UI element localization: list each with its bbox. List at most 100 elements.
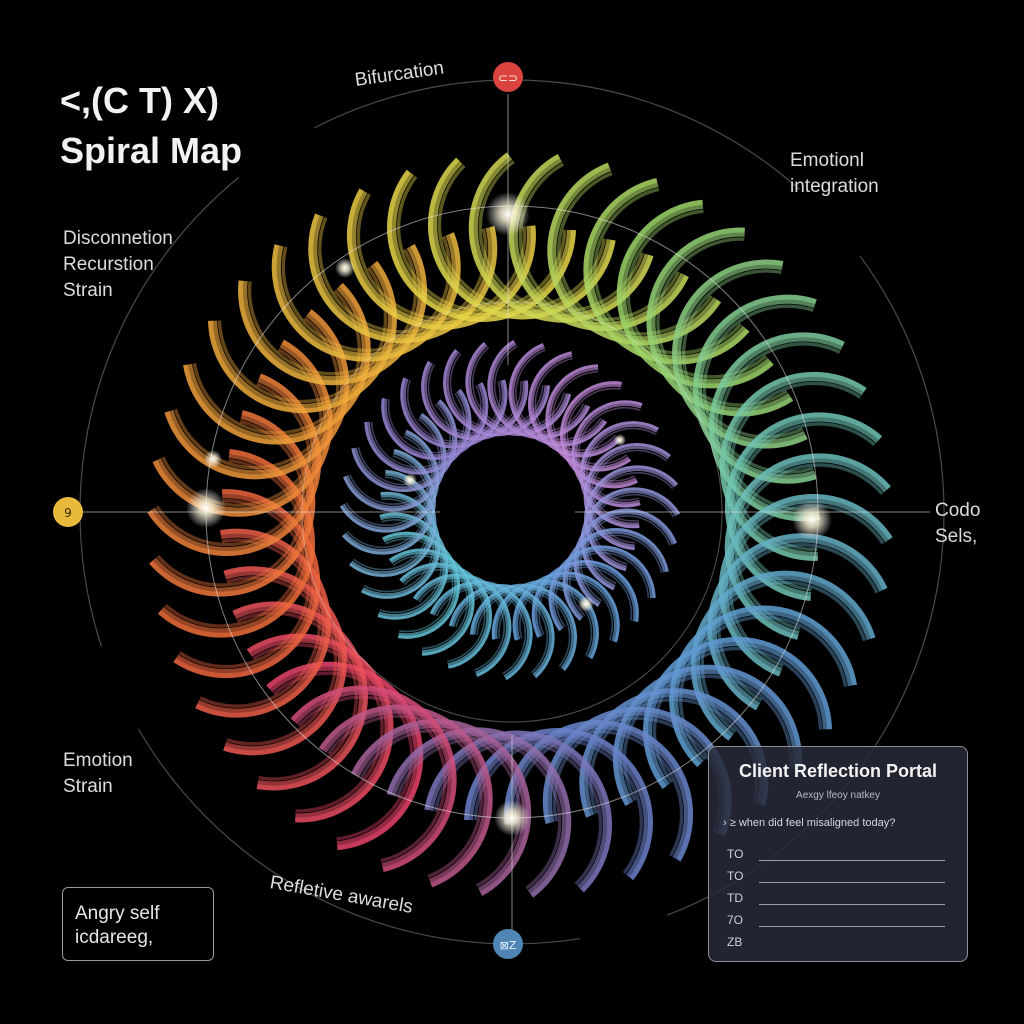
spiral-arc [342, 432, 437, 530]
spiral-arc [401, 565, 489, 666]
spiral-arc [531, 354, 619, 455]
row-label: 7O [727, 913, 744, 927]
spiral-arc [343, 412, 447, 512]
spiral-arc [449, 353, 544, 430]
spiral-arc [566, 387, 635, 482]
spiral-arc [290, 685, 457, 873]
spiral-arc [345, 435, 433, 527]
label-emotion-strain: Emotion Strain [63, 748, 133, 800]
glow-point [494, 800, 530, 836]
spiral-arc [355, 723, 527, 892]
spiral-arc [468, 344, 568, 433]
spiral-arc [412, 573, 512, 677]
angry-self-card[interactable]: Angry self icdareeg, [62, 887, 214, 961]
spiral-arc [297, 695, 447, 863]
spiral-arc [354, 401, 455, 489]
spiral-arc [386, 727, 572, 898]
spiral-arc [432, 583, 530, 678]
entry-line[interactable] [759, 912, 945, 927]
spiral-arc [359, 728, 522, 888]
spiral-arc [392, 555, 469, 650]
bottom-node-glyph: ⊠Z [500, 939, 517, 952]
spiral-arc [593, 187, 743, 355]
spiral-arc [404, 569, 486, 663]
spiral-arc [548, 367, 630, 469]
spiral-arc [383, 534, 457, 636]
spiral-arc [427, 364, 522, 435]
glow-point [403, 473, 417, 487]
spiral-arc [323, 709, 488, 883]
spiral-arc [403, 378, 505, 446]
spiral-arc [406, 379, 501, 442]
portal-entry-row[interactable]: 7O [727, 905, 949, 927]
label-line: Codo [935, 500, 981, 521]
spiral-arc [378, 515, 446, 617]
spiral-arc [399, 562, 493, 669]
spiral-arc [493, 345, 585, 433]
spiral-arc [508, 343, 608, 447]
spiral-arc [573, 508, 677, 608]
spiral-arc [448, 584, 555, 679]
spiral-arc [579, 515, 671, 602]
spiral-arc [563, 384, 637, 486]
card-line-2: icdareeg, [75, 927, 154, 948]
spiral-arc [587, 493, 675, 585]
spiral-arc [478, 160, 645, 313]
spiral-arc [473, 587, 574, 669]
spiral-arc [382, 531, 460, 639]
spiral-arc [357, 404, 451, 486]
portal-entry-row[interactable]: TD [727, 883, 949, 905]
left-node-icon [53, 497, 83, 527]
spiral-arc [387, 385, 482, 454]
spiral-arc [515, 349, 602, 441]
spiral-arc [391, 732, 567, 894]
entry-line[interactable] [759, 846, 945, 861]
portal-entry-row[interactable]: TO [727, 839, 949, 861]
label-line: Recurstion [63, 254, 154, 275]
spiral-arc [702, 304, 814, 474]
spiral-arc [356, 193, 527, 321]
spiral-arc [364, 388, 472, 475]
spiral-arc [571, 400, 643, 508]
spiral-arc [551, 548, 653, 630]
spiral-arc [364, 498, 435, 593]
spiral-arc [579, 421, 660, 529]
spiral-arc [226, 576, 338, 746]
portal-entry-row[interactable]: ZB [727, 927, 949, 949]
portal-title: Client Reflection Portal [738, 761, 938, 781]
spiral-arc [518, 162, 681, 322]
left-node-glyph: 9 [64, 506, 72, 520]
spiral-arc [385, 538, 454, 633]
spiral-arc [346, 455, 430, 549]
spiral-arc [452, 587, 552, 676]
spiral-arc [679, 615, 848, 761]
spiral-arc [388, 548, 475, 656]
entry-line[interactable] [759, 868, 945, 883]
spiral-arc [587, 446, 669, 547]
portal-entry-row[interactable]: TO [727, 861, 949, 883]
spiral-arc [717, 543, 879, 702]
spiral-arc [435, 587, 527, 675]
spiral-arc [511, 346, 605, 444]
spiral-arc [192, 289, 361, 435]
spiral-arc [400, 377, 508, 449]
top-node-glyph: ⊂⊃ [498, 71, 518, 85]
spiral-arc [455, 590, 549, 674]
entry-line[interactable] [759, 890, 945, 905]
spiral-arc [362, 494, 438, 596]
spiral-arc [585, 427, 656, 522]
row-label: ZB [727, 935, 743, 949]
title-line-2: Spiral Map [60, 130, 243, 171]
spiral-arc [557, 171, 713, 336]
spiral-arc [590, 449, 667, 544]
spiral-arc [339, 429, 440, 533]
top-node-icon [493, 62, 523, 92]
label-line: integration [790, 176, 879, 197]
spiral-arc [367, 390, 469, 472]
spiral-arc [560, 381, 638, 489]
spiral-arc [562, 527, 669, 621]
spiral-arc [384, 383, 486, 457]
title-line-1: <,(C T) X) [60, 80, 219, 121]
spiral-arc [583, 490, 678, 588]
